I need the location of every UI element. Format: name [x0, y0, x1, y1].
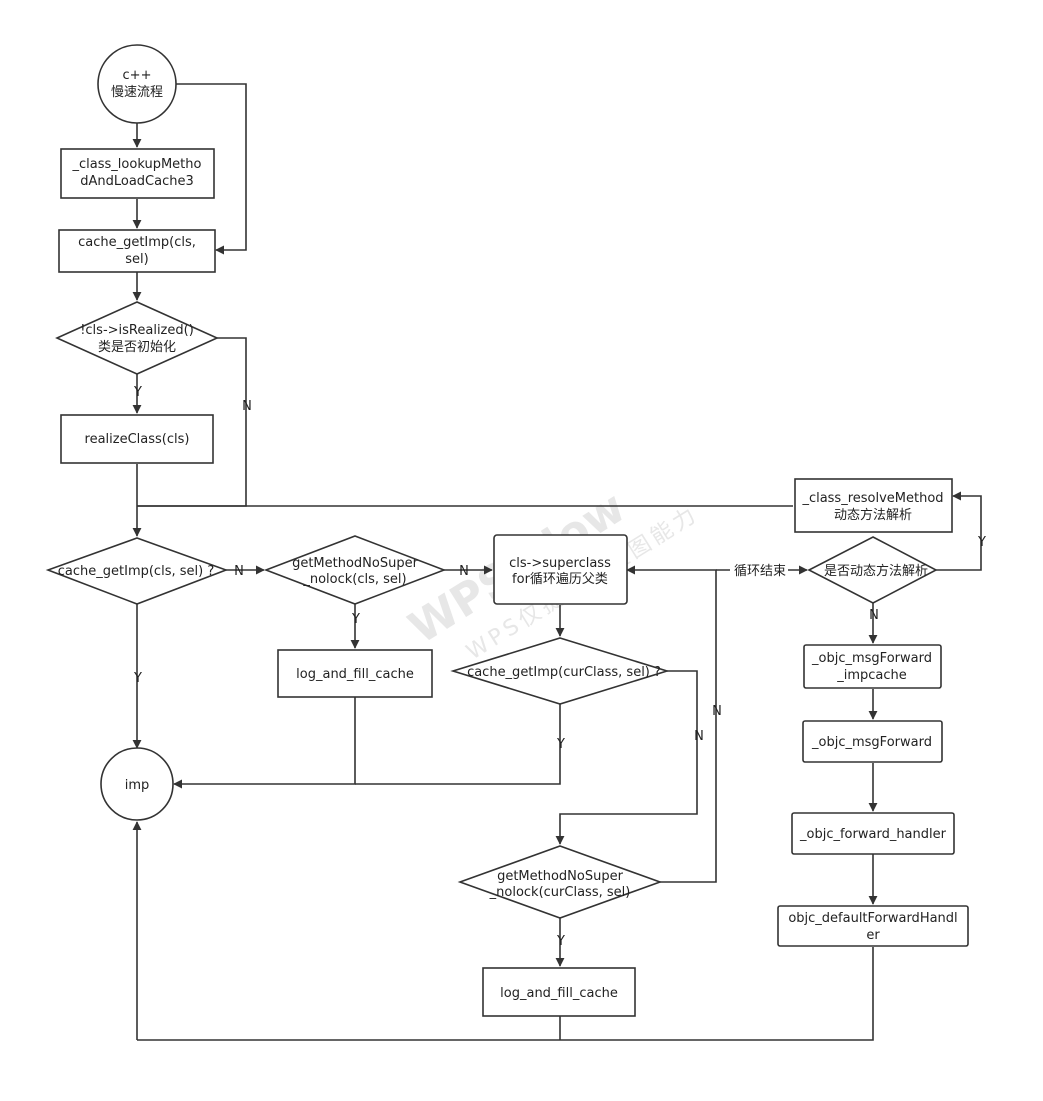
- node-cache-get: cache_getImp(cls, sel): [58, 229, 216, 273]
- svg-text:getMethodNoSuper_nolock(cls, s: getMethodNoSuper_nolock(cls, sel): [292, 556, 419, 587]
- node-resolve-method-line-2: 动态方法解析: [834, 507, 912, 523]
- node-default-handler-line-1: objc_defaultForwardHandl: [788, 911, 957, 926]
- edge-cache-cur-no: [555, 670, 698, 845]
- node-get-method-cur-line-2: _nolock(curClass, sel): [489, 885, 631, 900]
- node-start-line-1: c++: [123, 68, 152, 83]
- node-msg-forward-impcache-line-2: _impcache: [836, 668, 907, 683]
- node-cache-get-line-1: cache_getImp(cls,: [78, 235, 196, 250]
- svg-text:!cls->isRealized()类是否初始化: !cls->isRealized() 类是否初始化: [80, 323, 194, 355]
- label-is-resolve-no: N: [869, 608, 879, 623]
- label-get-method-cur-no: N: [712, 704, 722, 719]
- node-imp: imp: [100, 747, 174, 821]
- node-lookup-line-2: dAndLoadCache3: [80, 174, 194, 189]
- label-loop-end: 循环结束: [734, 564, 786, 579]
- node-resolve-method-line-1: _class_resolveMethod: [801, 491, 943, 506]
- node-superclass-loop-line-1: cls->superclass: [509, 556, 611, 571]
- svg-text:imp: imp: [125, 778, 150, 793]
- node-get-method-line-2: _nolock(cls, sel): [302, 572, 406, 587]
- label-cache-check-yes: Y: [133, 671, 142, 686]
- node-get-method-cur-line-1: getMethodNoSuper: [497, 869, 624, 884]
- svg-text:_objc_msgForward: _objc_msgForward: [811, 735, 932, 750]
- node-get-method-line-1: getMethodNoSuper: [292, 556, 419, 571]
- node-forward-handler-line-1: _objc_forward_handler: [799, 827, 947, 842]
- node-cache-cur-line-1: cache_getImp(curClass, sel) ?: [467, 665, 661, 680]
- edge-cache-cur-yes: [355, 704, 561, 785]
- edge-is-resolve-yes: [936, 491, 982, 571]
- node-msg-forward: _objc_msgForward: [802, 720, 943, 763]
- node-imp-line-1: imp: [125, 778, 150, 793]
- svg-text:是否动态方法解析: 是否动态方法解析: [824, 563, 928, 579]
- svg-text:cache_getImp(cls,sel): cache_getImp(cls, sel): [78, 235, 196, 267]
- node-cache-check: cache_getImp(cls, sel) ?: [45, 537, 229, 605]
- node-log-fill-2: log_and_fill_cache: [482, 967, 636, 1017]
- svg-text:log_and_fill_cache: log_and_fill_cache: [296, 667, 414, 682]
- node-realize: realizeClass(cls): [60, 414, 214, 464]
- node-lookup: _class_lookupMetho dAndLoadCache3: [60, 148, 215, 199]
- svg-text:log_and_fill_cache: log_and_fill_cache: [500, 986, 618, 1001]
- node-log-fill-1: log_and_fill_cache: [277, 649, 433, 698]
- node-get-method-cur: getMethodNoSuper_nolock(curClass, sel): [457, 845, 663, 919]
- svg-text:_objc_msgForward_impcache: _objc_msgForward _impcache: [811, 651, 932, 683]
- edge-get-method-cur-no: [626, 565, 717, 883]
- svg-text:cache_getImp(curClass, sel) ?: cache_getImp(curClass, sel) ?: [467, 665, 661, 680]
- node-lookup-line-1: _class_lookupMetho: [72, 157, 202, 172]
- node-forward-handler: _objc_forward_handler: [791, 812, 955, 855]
- node-start-line-2: 慢速流程: [111, 84, 163, 100]
- nodes: c++慢速流程 _class_lookupMetho dAndLoadCache3…: [45, 44, 969, 1017]
- node-log-fill-1-line-1: log_and_fill_cache: [296, 667, 414, 682]
- node-realize-line-1: realizeClass(cls): [85, 432, 190, 447]
- svg-text:realizeClass(cls): realizeClass(cls): [85, 432, 190, 447]
- label-get-method-yes: Y: [351, 612, 360, 627]
- label-cache-check-no: N: [234, 564, 244, 579]
- node-get-method: getMethodNoSuper_nolock(cls, sel): [263, 535, 447, 605]
- node-msg-forward-line-1: _objc_msgForward: [811, 735, 932, 750]
- label-cache-cur-yes: Y: [556, 737, 565, 752]
- svg-text:_objc_forward_handler: _objc_forward_handler: [799, 827, 947, 842]
- svg-text:c++慢速流程: c++慢速流程: [111, 68, 163, 100]
- svg-text:getMethodNoSuper_nolock(curCla: getMethodNoSuper_nolock(curClass, sel): [489, 869, 631, 900]
- label-cache-cur-no: N: [694, 729, 704, 744]
- label-realized-yes: Y: [133, 385, 142, 400]
- node-cache-cur: cache_getImp(curClass, sel) ?: [450, 637, 670, 705]
- edge-log-fill-1-to-imp: [173, 697, 356, 789]
- node-cache-get-line-2: sel): [125, 252, 148, 267]
- edge-start-to-cache-get: [176, 83, 247, 255]
- node-superclass-loop-line-2: for循环遍历父类: [512, 571, 608, 587]
- edge-default-to-bottom: [137, 947, 874, 1041]
- label-loop-end-bg: [730, 561, 788, 579]
- node-cache-check-line-1: cache_getImp(cls, sel) ?: [58, 564, 214, 579]
- label-is-resolve-yes: Y: [977, 535, 986, 550]
- node-is-realized: !cls->isRealized() 类是否初始化: [55, 301, 219, 375]
- node-default-handler-line-2: er: [866, 928, 880, 943]
- node-is-resolve-line-1: 是否动态方法解析: [824, 563, 928, 579]
- node-log-fill-2-line-1: log_and_fill_cache: [500, 986, 618, 1001]
- node-is-realized-line-1: !cls->isRealized(): [80, 323, 194, 338]
- node-is-realized-line-2: 类是否初始化: [98, 340, 176, 355]
- node-msg-forward-impcache-line-1: _objc_msgForward: [811, 651, 932, 666]
- label-get-method-no: N: [459, 564, 469, 579]
- svg-text:cache_getImp(cls, sel) ?: cache_getImp(cls, sel) ?: [58, 564, 214, 579]
- node-is-resolve: 是否动态方法解析: [807, 536, 938, 604]
- label-realized-no: N: [242, 399, 252, 414]
- edge-labels: Y N N Y N Y Y N Y N 循环结束 Y N: [133, 385, 986, 949]
- label-get-method-cur-yes: Y: [556, 934, 565, 949]
- node-start: c++慢速流程: [97, 44, 177, 124]
- node-msg-forward-impcache: _objc_msgForward _impcache: [803, 644, 942, 689]
